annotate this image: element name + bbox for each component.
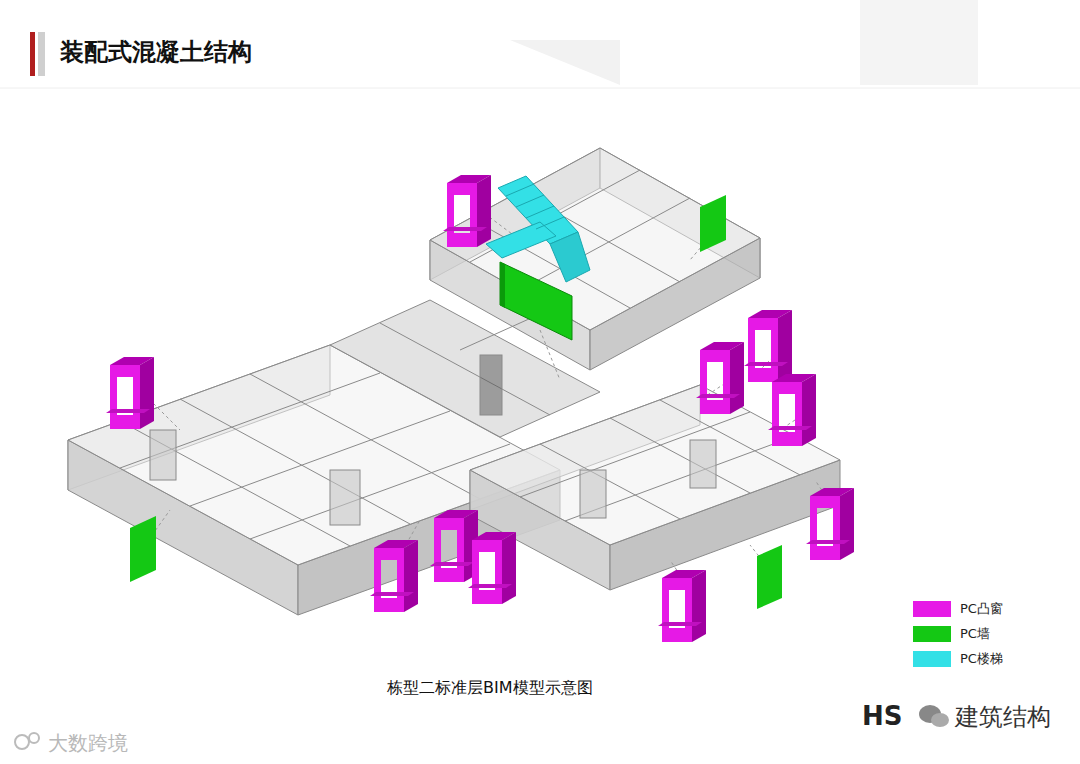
legend-text: PC凸窗 [960,600,1003,618]
decor-shape [860,0,978,85]
building-model [68,148,840,615]
page-title: 装配式混凝土结构 [60,36,252,68]
pc-stair [486,176,590,282]
header-bar [38,32,45,76]
header-bar [30,32,35,76]
figure-caption: 栋型二标准层BIM模型示意图 [387,678,593,699]
watermark: HS [862,701,903,731]
pc-wall [130,195,782,609]
legend-swatch [913,651,951,667]
legend-text: PC楼梯 [960,650,1003,668]
pc-bay-window [106,175,854,642]
legend-swatch [913,626,951,642]
watermark: 建筑结构 [955,701,1051,733]
header-rule [0,88,1080,89]
wechat-icon [919,705,949,727]
legend-text: PC墙 [960,625,990,643]
legend-swatch [913,601,951,617]
watermark-icon [15,733,39,749]
watermark: 大数跨境 [48,730,128,757]
decor-shape [510,40,620,85]
